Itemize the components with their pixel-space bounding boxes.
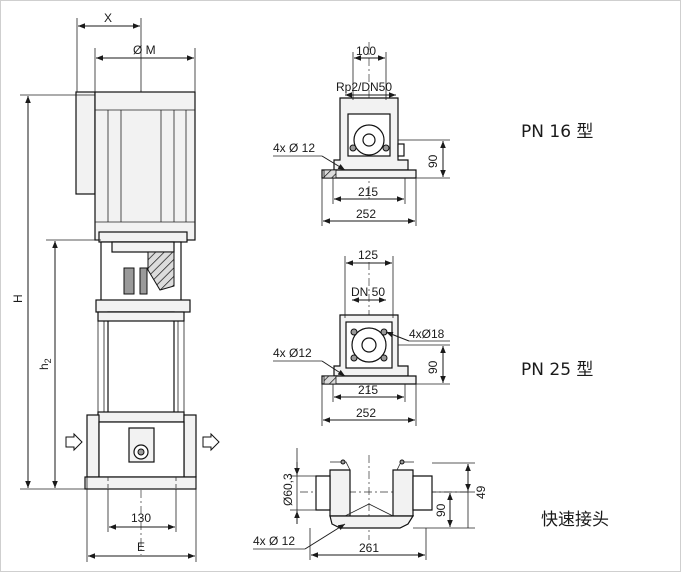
- quick-h49-label: 49: [474, 485, 488, 499]
- dim-130-label: 130: [131, 511, 151, 525]
- pn16-inner-width-label: 215: [358, 185, 378, 199]
- pn16-holes-label: 4x Ø 12: [273, 141, 315, 155]
- quick-label: 快速接头: [541, 510, 609, 530]
- pn25-label: PN 25 型: [521, 360, 593, 380]
- pump-elevation: X Ø M H h2 130: [11, 11, 220, 562]
- dim-h2-label: h2: [37, 358, 53, 370]
- pn25-view: 125 DN 50 4xØ18 4x Ø12 90 215 252 PN 25 …: [273, 248, 593, 426]
- dim-e: E: [86, 477, 197, 562]
- quick-h90-label: 90: [434, 503, 448, 517]
- quick-right-pipe: [412, 475, 433, 511]
- motor-flange: [98, 231, 188, 243]
- pn25-inner-width-label: 215: [358, 383, 378, 397]
- outlet-flange: [183, 414, 197, 478]
- dim-m-label: Ø M: [133, 43, 156, 57]
- dim-diameter-m: Ø M: [94, 43, 196, 92]
- dim-130: 130: [107, 489, 177, 532]
- pump-foot: [65, 414, 220, 490]
- quick-base: [329, 515, 415, 529]
- lantern: [95, 241, 191, 313]
- quick-width-label: 261: [359, 541, 379, 555]
- pn16-connection-label: Rp2/DN50: [336, 80, 392, 94]
- pn25-flange-holes-label: 4xØ18: [409, 327, 445, 341]
- pn25-top-width-label: 125: [358, 248, 378, 262]
- pn16-view: 100 Rp2/DN50 4x Ø 12 90 215 252 PN 16 型: [273, 42, 593, 226]
- dim-h-label: H: [11, 294, 25, 303]
- pn25-outer-width-label: 252: [356, 406, 376, 420]
- upper-flange: [95, 299, 191, 313]
- dim-h2: h2: [37, 239, 101, 488]
- base-plate: [84, 476, 197, 490]
- inlet-flange: [86, 414, 100, 478]
- pn25-height-label: 90: [426, 360, 440, 374]
- pn25-holes-label: 4x Ø12: [273, 346, 312, 360]
- dim-h: H: [11, 94, 95, 490]
- quick-coupling-view: Ø60,3 90 49 4x Ø 12 261 快速接头: [253, 448, 609, 560]
- motor-body: [94, 91, 196, 241]
- pn16-label: PN 16 型: [521, 122, 593, 142]
- terminal-box: [75, 91, 96, 195]
- pn25-connection-label: DN 50: [351, 285, 385, 299]
- quick-holes-label: 4x Ø 12: [253, 534, 295, 548]
- motor: [75, 91, 196, 243]
- dim-x-label: X: [104, 11, 112, 25]
- quick-left-pipe: [315, 475, 331, 511]
- coupling-guard: [147, 251, 175, 291]
- pn16-height-label: 90: [426, 154, 440, 168]
- dim-e-label: E: [137, 540, 145, 554]
- quick-pipe-dia-label: Ø60,3: [281, 473, 295, 506]
- dim-x: X: [76, 11, 142, 92]
- pn16-top-width-label: 100: [356, 44, 376, 58]
- outlet-flow-arrow-icon: [202, 432, 220, 452]
- inlet-flow-arrow-icon: [65, 432, 83, 452]
- pn16-outer-width-label: 252: [356, 207, 376, 221]
